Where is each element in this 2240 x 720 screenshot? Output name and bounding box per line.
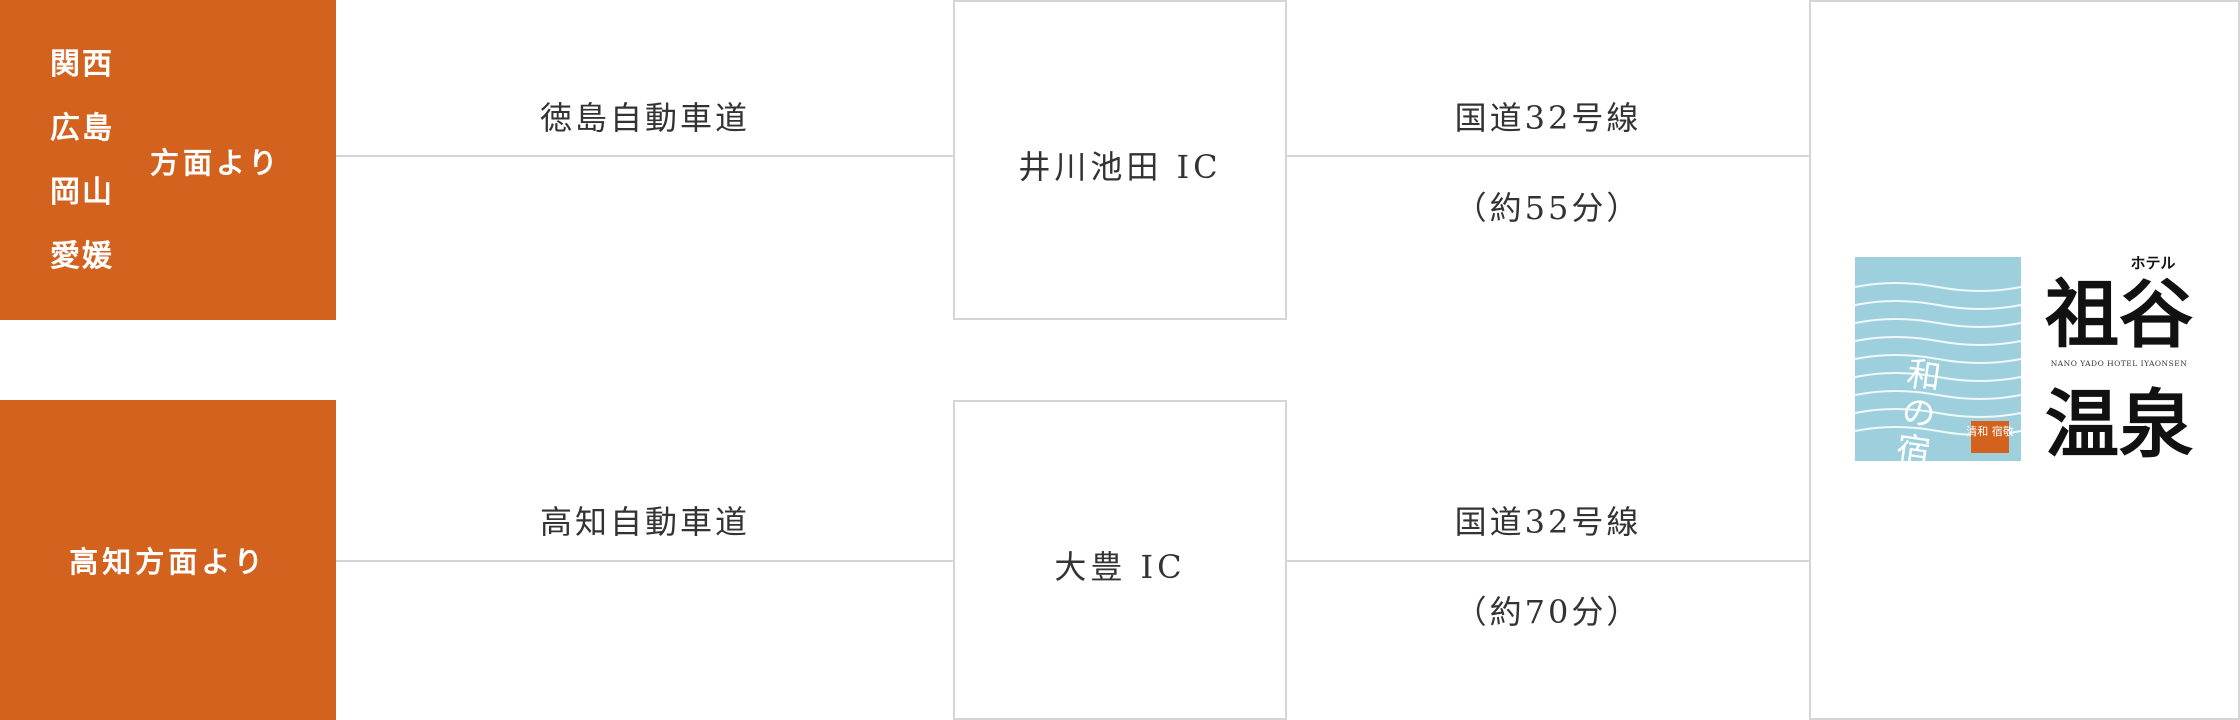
travel-time-label: （約70分） (1454, 593, 1642, 631)
connector-line (336, 560, 953, 562)
connector-line (1287, 560, 1809, 562)
origin-region: 愛媛 (50, 239, 114, 274)
origin-label: 高知方面より (69, 545, 267, 579)
origin-region: 関西 (50, 47, 114, 82)
interchange-label: 大豊 IC (1054, 548, 1186, 586)
hotel-name-bottom: 温泉 (2045, 382, 2193, 466)
iya-onsen-logo: ホテル 祖谷 NANO YADO HOTEL IYAONSEN 温泉 (2045, 254, 2193, 466)
national-road-label: 国道32号線 (1454, 503, 1642, 541)
travel-time-label: （約55分） (1454, 189, 1642, 227)
origin-block-kochi: 高知方面より (0, 400, 336, 720)
origin-region: 岡山 (50, 175, 114, 210)
hotel-small-text: ホテル (2130, 254, 2175, 272)
national-road-label: 国道32号線 (1454, 99, 1642, 137)
expressway-label: 徳島自動車道 (539, 99, 751, 137)
origin-suffix: 方面より (150, 146, 282, 180)
wa-no-yado-logo: 和の宿 清和 宿敬 (1855, 257, 2021, 461)
interchange-box: 大豊 IC (953, 400, 1287, 720)
origin-region-list: 関西 広島 岡山 愛媛 (50, 44, 120, 300)
connector-line (336, 155, 953, 157)
hotel-name-top: 祖谷 (2045, 272, 2193, 358)
interchange-box: 井川池田 IC (953, 0, 1287, 320)
seal-text: 清和 宿敬 (1966, 424, 2014, 438)
origin-block-west: 関西 広島 岡山 愛媛 方面より (0, 0, 336, 320)
expressway-label: 高知自動車道 (539, 503, 751, 541)
connector-line (1287, 155, 1809, 157)
origin-region: 広島 (50, 111, 114, 146)
interchange-label: 井川池田 IC (1018, 148, 1222, 186)
hotel-romaji: NANO YADO HOTEL IYAONSEN (2051, 359, 2188, 368)
